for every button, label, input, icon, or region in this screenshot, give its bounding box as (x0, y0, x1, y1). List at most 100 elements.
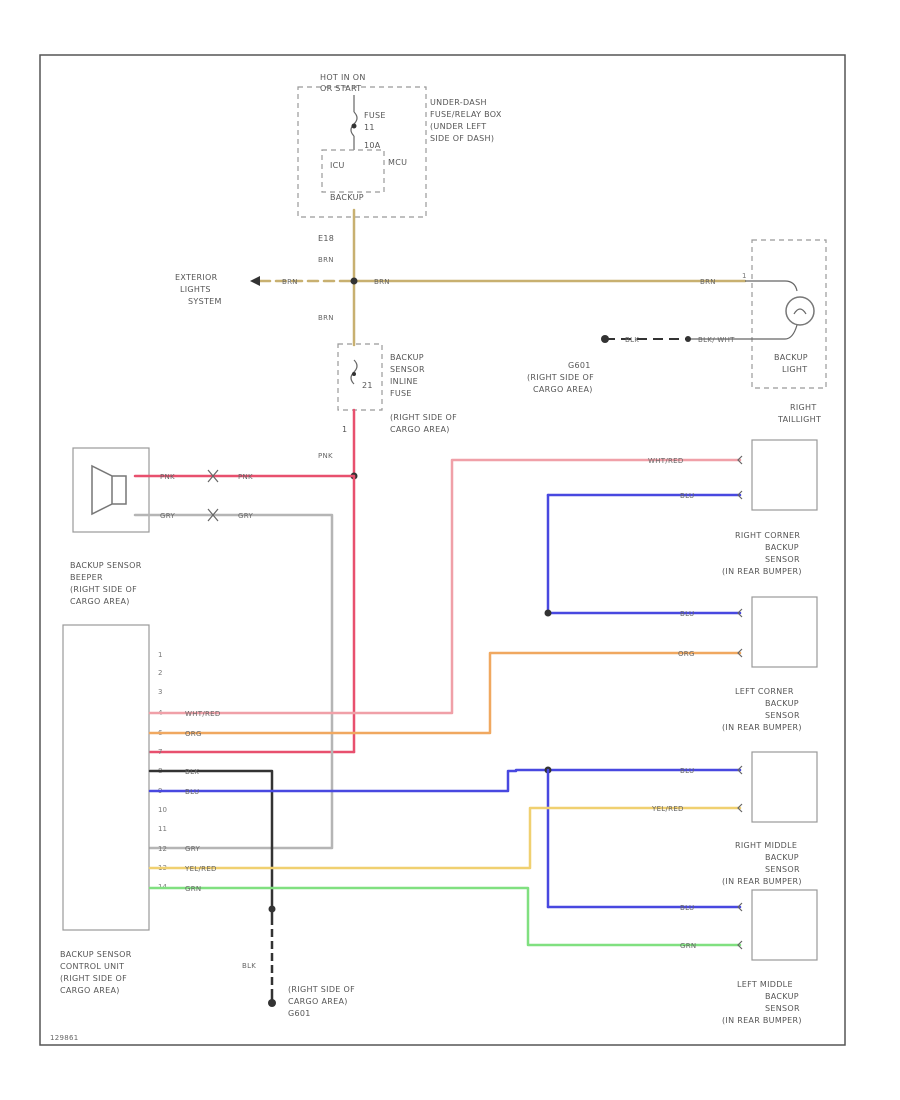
fuse-label: FUSE (364, 111, 386, 120)
taillight-ground-lead (690, 324, 798, 340)
cu-pin-10: 10 (158, 806, 167, 814)
ground-right-wire-1: BLK (625, 336, 639, 344)
ground-splice-right (685, 336, 691, 342)
ground-bottom-desc-1: (RIGHT SIDE OF (288, 985, 355, 994)
taillight-pin: 1 (742, 272, 746, 280)
splice-label: E18 (318, 234, 334, 243)
wire-label-blk-2: BLK (242, 962, 256, 970)
fuse-box-desc-3: (UNDER LEFT (430, 122, 486, 131)
wire-label-org-1: ORG (185, 730, 202, 738)
right-middle-sensor: RIGHT MIDDLE BACKUP SENSOR (IN REAR BUMP… (722, 751, 818, 886)
mcu-label: MCU (388, 158, 407, 167)
wire-label-gry-1: GRY (160, 512, 175, 520)
taillight-outline (751, 239, 827, 389)
rm-conn-1 (737, 765, 743, 775)
inline-fuse-number: 21 (362, 381, 373, 390)
lc-conn-2 (737, 648, 743, 658)
wire-label-grn-1: GRN (185, 885, 201, 893)
left-corner-desc-2: BACKUP (765, 699, 799, 708)
lc-conn-1 (737, 608, 743, 618)
inline-fuse-pin: 1 (342, 425, 347, 434)
taillight-title-1: RIGHT (790, 403, 817, 412)
wire-label-yel-red-1: YEL/RED (184, 865, 217, 873)
ground-right-desc-3: CARGO AREA) (533, 385, 593, 394)
connector-pnk (207, 469, 219, 483)
speaker-icon (91, 464, 127, 516)
wire-grn (148, 886, 742, 947)
wire-label-brn-3: BRN (318, 314, 334, 322)
right-middle-desc-1: RIGHT MIDDLE (735, 841, 797, 850)
wire-org (148, 651, 742, 735)
left-corner-desc-1: LEFT CORNER (735, 687, 794, 696)
beeper-desc-1: BACKUP SENSOR (70, 561, 142, 570)
fuse-box-desc-1: UNDER-DASH (430, 98, 487, 107)
wire-label-brn-5: BRN (700, 278, 716, 286)
wire-label-blu-1: BLU (185, 788, 199, 796)
fuse-relay-box: HOT IN ON OR START FUSE 11 10A ICU MCU B… (297, 73, 502, 218)
cu-desc-4: CARGO AREA) (60, 986, 120, 995)
cu-pin-7: 7 (158, 748, 162, 756)
wire-label-grn-2: GRN (680, 942, 696, 950)
cu-pin-1: 1 (158, 651, 162, 659)
left-corner-sensor: LEFT CORNER BACKUP SENSOR (IN REAR BUMPE… (722, 596, 818, 732)
wire-label-gry-2: GRY (238, 512, 253, 520)
left-middle-desc-4: (IN REAR BUMPER) (722, 1016, 802, 1025)
beeper-desc-4: CARGO AREA) (70, 597, 130, 606)
wire-gry (133, 513, 334, 850)
backup-sensor-control-unit: 1 2 3 4 6 7 8 9 10 11 12 13 14 BACKUP SE… (60, 624, 167, 995)
ground-point-bottom (268, 999, 276, 1007)
left-corner-sensor-box (751, 596, 818, 668)
exterior-lights-1: EXTERIOR (175, 273, 218, 282)
beeper-desc-3: (RIGHT SIDE OF (70, 585, 137, 594)
inline-fuse-desc-1: BACKUP (390, 353, 424, 362)
ground-bottom-desc-2: CARGO AREA) (288, 997, 348, 1006)
right-corner-desc-2: BACKUP (765, 543, 799, 552)
wire-label-brn-4: BRN (374, 278, 390, 286)
wire-label-gry-3: GRY (185, 845, 200, 853)
fuse-amps: 10A (364, 141, 381, 150)
cu-pin-11: 11 (158, 825, 167, 833)
beeper-box (72, 447, 150, 533)
wire-label-blu-5: BLU (680, 904, 694, 912)
fuse-box-desc-4: SIDE OF DASH) (430, 134, 494, 143)
wire-label-blu-2: BLU (680, 492, 694, 500)
rc-conn-1 (737, 455, 743, 465)
diagram-frame (39, 54, 846, 1046)
wire-label-pnk-1: PNK (318, 452, 333, 460)
left-corner-desc-3: SENSOR (765, 711, 800, 720)
wire-label-blu-3: BLU (680, 610, 694, 618)
wire-label-brn-2: BRN (282, 278, 298, 286)
wire-label-blu-4: BLU (680, 767, 694, 775)
right-corner-desc-4: (IN REAR BUMPER) (722, 567, 802, 576)
left-middle-sensor: LEFT MIDDLE BACKUP SENSOR (IN REAR BUMPE… (722, 889, 818, 1025)
wire-label-yel-red-2: YEL/RED (651, 805, 684, 813)
wire-wht-red (148, 458, 742, 715)
ground-splice-dot (268, 905, 276, 913)
rc-conn-2 (737, 490, 743, 500)
left-middle-desc-3: SENSOR (765, 1004, 800, 1013)
control-unit-box (62, 624, 150, 931)
ground-bottom-desc-3: G601 (288, 1009, 311, 1018)
wire-label-wht-red-2: WHT/RED (648, 457, 684, 465)
inline-fuse-dot (352, 372, 356, 376)
bulb-filament (793, 308, 807, 315)
wire-label-brn-1: BRN (318, 256, 334, 264)
left-corner-desc-4: (IN REAR BUMPER) (722, 723, 802, 732)
cu-desc-3: (RIGHT SIDE OF (60, 974, 127, 983)
connector-gry (207, 508, 219, 522)
hot-label-1: HOT IN ON (320, 73, 366, 82)
cu-pin-3: 3 (158, 688, 162, 696)
left-middle-desc-2: BACKUP (765, 992, 799, 1001)
right-middle-sensor-box (751, 751, 818, 823)
wire-label-org-2: ORG (678, 650, 695, 658)
wire-label-pnk-3: PNK (238, 473, 253, 481)
wire-blu-cu (148, 768, 550, 793)
inline-fuse: 21 BACKUP SENSOR INLINE FUSE (RIGHT SIDE… (337, 343, 457, 434)
inline-fuse-outline (337, 343, 383, 411)
icu-box (321, 149, 385, 193)
backup-bulb-icon (785, 296, 815, 326)
wire-yel-red (148, 806, 742, 870)
ground-right-wire-2: BLK/ WHT (698, 336, 735, 344)
inline-fuse-desc-2: SENSOR (390, 365, 425, 374)
